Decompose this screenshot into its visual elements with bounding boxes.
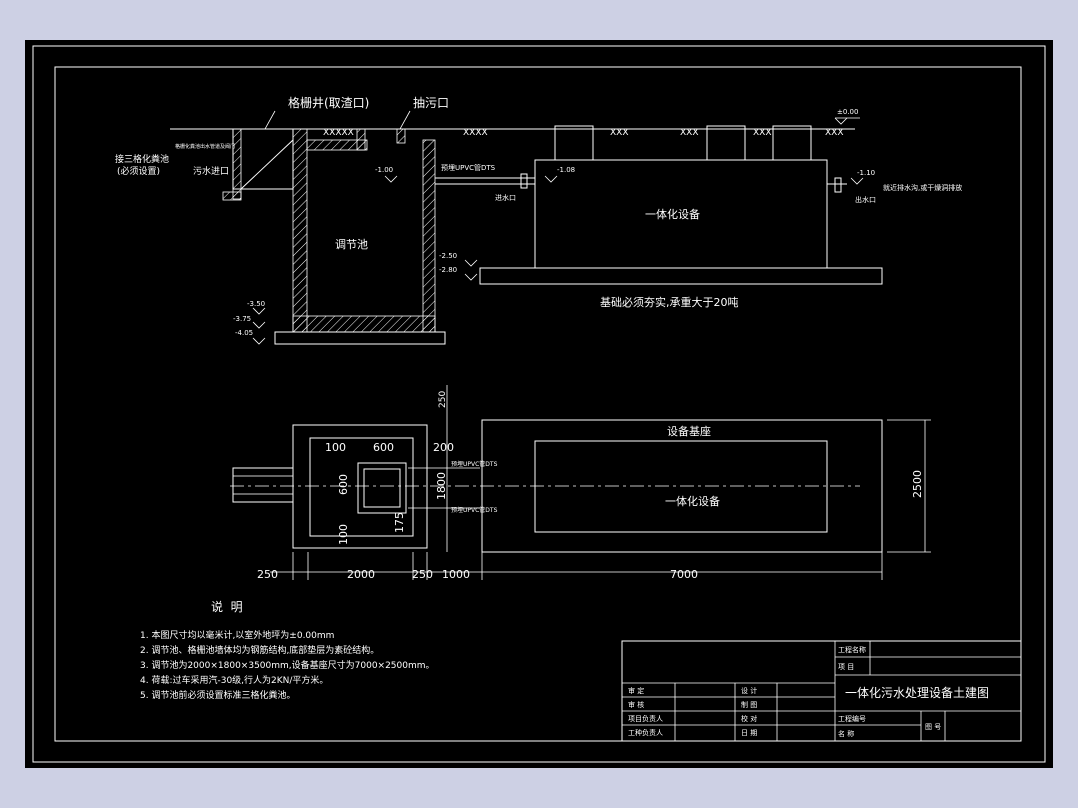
dim-100-v: 100 <box>337 524 350 545</box>
tb-name-label: 名 称 <box>838 729 854 738</box>
elev-m350: -3.50 <box>247 300 265 308</box>
tb-sheet-label: 图 号 <box>925 723 941 731</box>
tb-drawing-no: 工程编号 <box>838 714 866 723</box>
title-block: 工程名称 项 目 一体化污水处理设备土建图 工程编号 名 称 图 号 审 定 设… <box>621 640 1022 742</box>
dim-2000: 2000 <box>347 568 375 581</box>
plan-view: 设备基座 一体化设备 预埋UPVC管DTS 预埋UPVC管DTS 250 100… <box>230 385 931 581</box>
note-4: 4. 荷载:过车采用汽-30级,行人为2KN/平方米。 <box>140 674 328 686</box>
label-septic: 接三格化粪池 <box>115 153 169 165</box>
elev-m110: -1.10 <box>857 169 875 177</box>
notes-title: 说 明 <box>211 599 243 614</box>
elev-m405: -4.05 <box>235 329 253 337</box>
dim-250-mid: 250 <box>412 568 433 581</box>
plan-label-pvc-top: 预埋UPVC管DTS <box>451 460 498 468</box>
label-equipment-section: 一体化设备 <box>645 207 700 221</box>
note-5: 5. 调节池前必须设置标准三格化粪池。 <box>140 689 295 701</box>
elev-m280: -2.80 <box>439 266 457 274</box>
elev-m100: -1.00 <box>375 166 393 174</box>
svg-text:XXXX: XXXX <box>463 128 488 138</box>
tb-row2-left: 审 核 <box>628 700 644 709</box>
tb-item-label: 项 目 <box>838 663 854 671</box>
label-septic-note: (必须设置) <box>117 165 160 177</box>
label-tank: 调节池 <box>335 238 368 251</box>
label-pvc-pipe: 预埋UPVC管DTS <box>441 163 496 172</box>
dim-2500: 2500 <box>911 470 924 498</box>
svg-text:XXX: XXX <box>753 128 772 138</box>
elev-zero: ±0.00 <box>837 108 858 116</box>
tb-row1-left: 审 定 <box>628 686 644 695</box>
plan-label-pvc-bottom: 预埋UPVC管DTS <box>451 506 498 514</box>
elev-m250: -2.50 <box>439 252 457 260</box>
tb-row3-left: 项目负责人 <box>628 714 663 723</box>
label-foundation-note: 基础必须夯实,承重大于20吨 <box>600 295 739 309</box>
notes: 说 明 1. 本图尺寸均以毫米计,以室外地坪为±0.00mm 2. 调节池、格栅… <box>140 599 435 701</box>
dim-250-top: 250 <box>438 391 448 408</box>
outer-frame <box>32 45 1046 763</box>
dim-1000: 1000 <box>442 568 470 581</box>
tb-row1-mid: 设 计 <box>741 686 757 695</box>
tb-drawing-title: 一体化污水处理设备土建图 <box>845 686 989 700</box>
drawing-canvas[interactable]: XXXXX XXXX XXX XXX XXX XXX <box>25 40 1053 768</box>
tb-row2-mid: 制 图 <box>741 700 757 709</box>
elev-m375: -3.75 <box>233 315 251 323</box>
label-inlet-pipe: 污水进口 <box>193 165 229 177</box>
svg-text:XXX: XXX <box>680 128 699 138</box>
svg-text:XXX: XXX <box>825 128 844 138</box>
elev-m108: -1.08 <box>557 166 575 174</box>
note-3: 3. 调节池为2000×1800×3500mm,设备基座尺寸为7000×2500… <box>140 659 435 671</box>
tb-row4-mid: 日 期 <box>741 729 757 737</box>
dim-7000: 7000 <box>670 568 698 581</box>
section-view: XXXXX XXXX XXX XXX XXX XXX <box>115 95 962 345</box>
label-outlet: 出水口 <box>855 195 876 204</box>
svg-text:XXXXX: XXXXX <box>323 128 354 138</box>
tb-project-label: 工程名称 <box>838 645 866 654</box>
label-outlet-note: 就近排水沟,或干燥洞排放 <box>883 183 962 192</box>
label-small-note: 格栅化粪池出水管道及阀门 <box>175 143 235 150</box>
plan-label-equipment: 一体化设备 <box>665 494 720 508</box>
svg-text:XXX: XXX <box>610 128 629 138</box>
cad-drawing: XXXXX XXXX XXX XXX XXX XXX <box>32 45 1046 763</box>
note-1: 1. 本图尺寸均以毫米计,以室外地坪为±0.00mm <box>140 629 334 641</box>
inner-frame <box>54 66 1022 742</box>
dim-175: 175 <box>393 512 406 533</box>
label-grille-well: 格栅井(取渣口) <box>288 95 369 110</box>
dim-200: 200 <box>433 441 454 454</box>
note-2: 2. 调节池、格栅池墙体均为钢筋结构,底部垫层为素砼结构。 <box>140 644 379 656</box>
dim-1800: 1800 <box>435 472 448 500</box>
dim-100: 100 <box>325 441 346 454</box>
dim-600-v: 600 <box>337 474 350 495</box>
plan-label-base: 设备基座 <box>667 424 711 438</box>
tb-row3-mid: 校 对 <box>741 714 757 723</box>
label-intake: 进水口 <box>495 193 516 202</box>
dim-600: 600 <box>373 441 394 454</box>
label-cleanout: 抽污口 <box>413 96 449 110</box>
dim-250-left: 250 <box>257 568 278 581</box>
tb-row4-left: 工种负责人 <box>628 728 663 737</box>
